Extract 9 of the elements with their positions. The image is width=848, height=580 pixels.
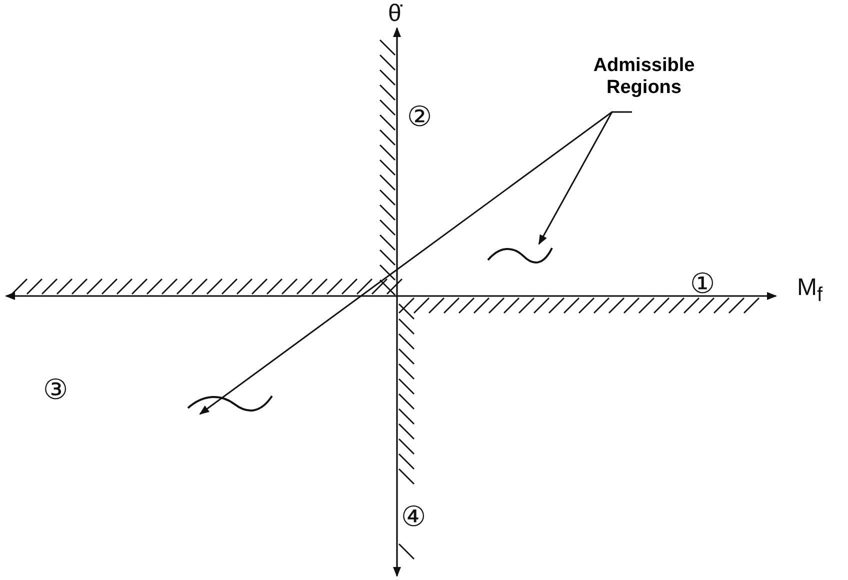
region-number: ① [690, 270, 715, 298]
leader-line [199, 111, 612, 415]
region-number: ② [407, 103, 432, 131]
axis-label: M$_{f}$ [797, 276, 823, 305]
callout-text: Admissible Regions [585, 55, 703, 112]
region-number: ③ [43, 376, 68, 404]
axis-label: θ̇ [388, 2, 402, 26]
leader-line [538, 111, 632, 245]
region-number: ④ [401, 503, 426, 531]
